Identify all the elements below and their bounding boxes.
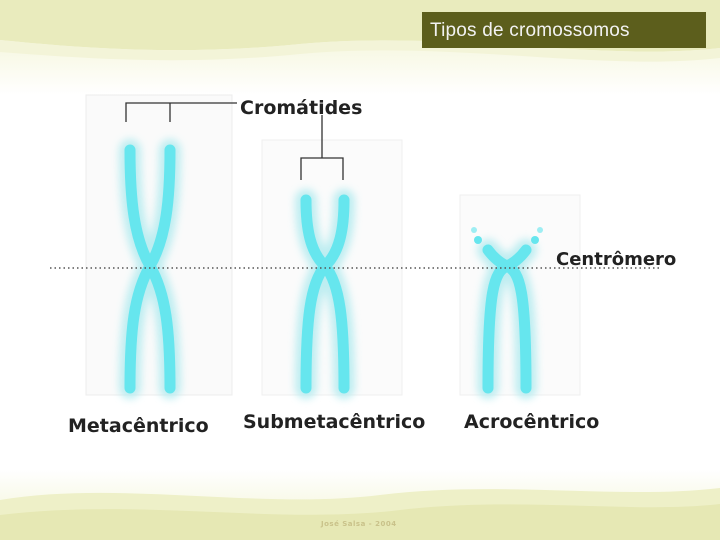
- type-label-submetacentric: Submetacêntrico: [243, 411, 425, 433]
- title-box: Tipos de cromossomos: [422, 12, 706, 48]
- centromere-label: Centrômero: [556, 249, 676, 270]
- slide-title: Tipos de cromossomos: [430, 20, 630, 41]
- type-label-metacentric: Metacêntrico: [68, 415, 209, 437]
- bottom-wave-decoration: [0, 488, 720, 540]
- author-credit: José Salsa - 2004: [320, 520, 397, 528]
- acrocentric-chromosome: [471, 227, 543, 399]
- type-label-acrocentric: Acrocêntrico: [464, 411, 599, 433]
- chromatids-label: Cromátides: [240, 97, 362, 119]
- satellite-left-2: [471, 227, 477, 233]
- satellite-right: [531, 236, 539, 244]
- submetacentric-chromosome: [295, 189, 355, 399]
- chromatid-bracket-metacentric: [125, 102, 237, 122]
- satellite-left: [474, 236, 482, 244]
- metacentric-chromosome: [119, 139, 181, 399]
- satellite-right-2: [537, 227, 543, 233]
